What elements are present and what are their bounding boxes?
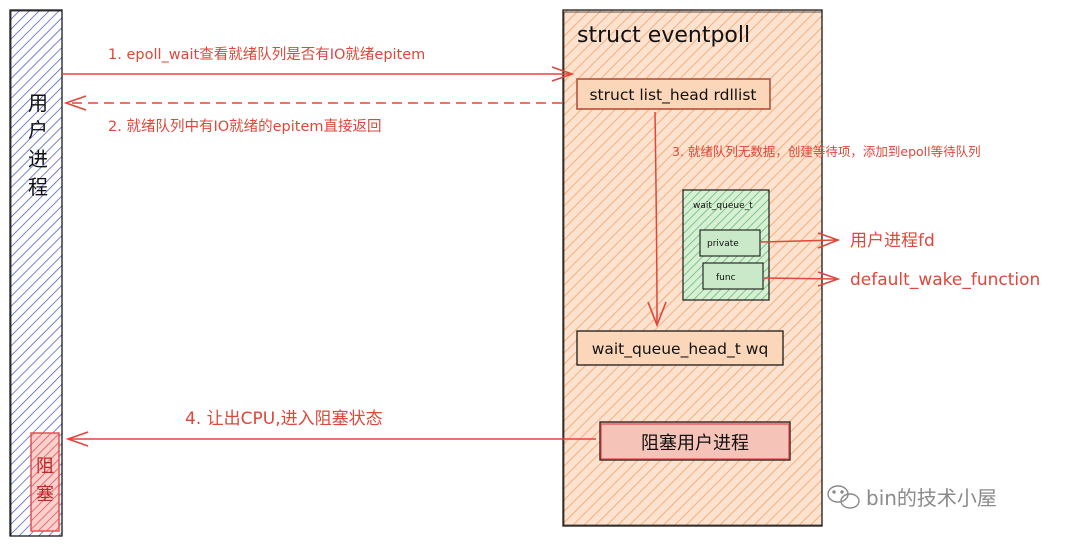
wait-queue-t-label: wait_queue_t bbox=[693, 201, 753, 211]
user-process-char-4: 程 bbox=[28, 175, 48, 199]
step2-label: 2. 就绪队列中有IO就绪的epitem直接返回 bbox=[108, 118, 382, 135]
arrow-step4: 4. 让出CPU,进入阻塞状态 bbox=[65, 409, 596, 447]
func-label: func bbox=[716, 273, 736, 283]
wechat-icon bbox=[827, 485, 860, 509]
block-user-process-label: 阻塞用户进程 bbox=[641, 433, 749, 454]
private-label: private bbox=[707, 239, 739, 249]
private-target-label: 用户进程fd bbox=[850, 231, 935, 251]
user-process-char-1: 用 bbox=[28, 91, 48, 115]
eventpoll-title: struct eventpoll bbox=[577, 23, 750, 48]
blocked-marker: 阻 塞 bbox=[30, 432, 60, 532]
user-process-char-3: 进 bbox=[28, 147, 48, 171]
wq-box: wait_queue_head_t wq bbox=[576, 330, 784, 366]
block-user-process-box: 阻塞用户进程 bbox=[599, 421, 791, 461]
wq-label: wait_queue_head_t wq bbox=[592, 340, 769, 359]
watermark: bin的技术小屋 bbox=[827, 485, 997, 510]
arrow-step2: 2. 就绪队列中有IO就绪的epitem直接返回 bbox=[63, 95, 562, 135]
private-field bbox=[699, 229, 761, 257]
step4-label: 4. 让出CPU,进入阻塞状态 bbox=[185, 409, 383, 429]
blocked-char-1: 阻 bbox=[36, 456, 54, 477]
user-process-char-2: 户 bbox=[28, 118, 48, 142]
func-target-label: default_wake_function bbox=[850, 270, 1040, 290]
arrow-step1: 1. epoll_wait查看就绪队列是否有IO就绪epitem bbox=[62, 46, 575, 82]
rdllist-box: struct list_head rdllist bbox=[576, 78, 771, 110]
watermark-text: bin的技术小屋 bbox=[866, 486, 997, 510]
step3-label: 3. 就绪队列无数据，创建等待项，添加到epoll等待队列 bbox=[672, 144, 981, 159]
rdllist-label: struct list_head rdllist bbox=[589, 86, 756, 105]
arrow-private-target: 用户进程fd bbox=[760, 231, 935, 251]
arrow-step3: 3. 就绪队列无数据，创建等待项，添加到epoll等待队列 bbox=[647, 111, 981, 328]
func-field bbox=[702, 262, 764, 290]
arrow-func-target: default_wake_function bbox=[763, 270, 1040, 290]
blocked-char-2: 塞 bbox=[36, 484, 54, 505]
step1-label: 1. epoll_wait查看就绪队列是否有IO就绪epitem bbox=[108, 46, 425, 63]
wait-queue-t-box: wait_queue_t private func bbox=[682, 189, 770, 301]
